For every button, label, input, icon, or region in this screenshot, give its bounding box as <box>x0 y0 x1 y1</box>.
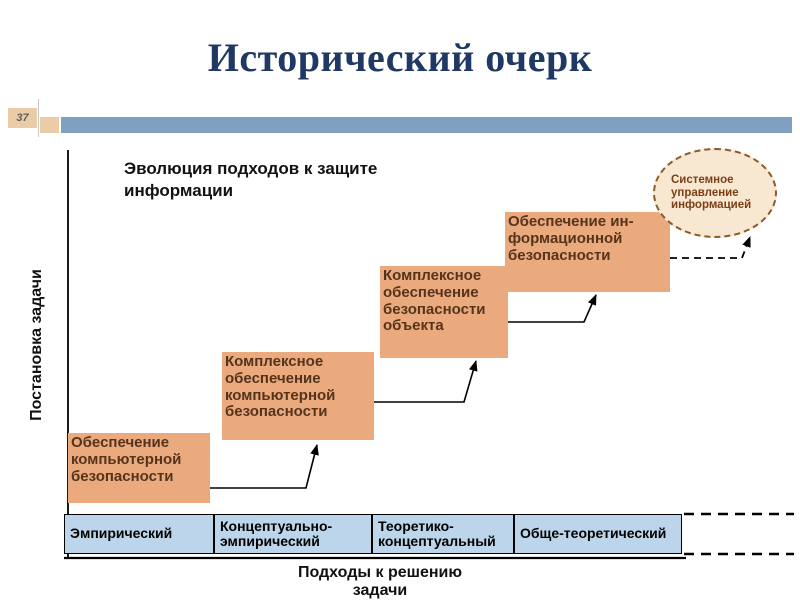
header-accent-bar <box>61 117 792 133</box>
divider-line <box>38 99 39 137</box>
connector-arrow-2 <box>374 359 478 403</box>
connector-arrow-1 <box>210 443 319 489</box>
y-axis-label: Постановка задачи <box>28 269 45 421</box>
connector-arrow-dashed <box>670 235 751 259</box>
slide-title: Исторический очерк <box>207 35 593 80</box>
header-accent-square <box>40 117 59 133</box>
cloud-callout: Системное управление информацией <box>653 148 777 238</box>
connector-arrow-3 <box>508 293 597 323</box>
step-box-computer-security: Обеспечение компьютерной безопасности <box>68 433 210 503</box>
step-box-information-security: Обеспечение ин-формационной безопасности <box>505 212 670 292</box>
category-box-theoretical-conceptual: Теоретико-концептуальный <box>372 514 514 554</box>
diagram-heading: Эволюция подходов к защите информации <box>124 159 378 201</box>
category-box-empirical: Эмпирический <box>64 514 214 554</box>
category-box-general-theoretical: Обще-теоретический <box>514 514 682 554</box>
cloud-label: Системное управление информацией <box>671 173 752 212</box>
x-axis-label: Подходы к решению задачи <box>297 564 463 600</box>
step-box-complex-computer-security: Комплексное обеспечение компьютерной без… <box>222 352 374 440</box>
category-box-conceptual-empirical: Концептуально-эмпирический <box>214 514 372 554</box>
step-box-object-security: Комплексное обеспечение безопасности объ… <box>380 266 508 358</box>
slide-number-badge: 37 <box>8 108 37 128</box>
